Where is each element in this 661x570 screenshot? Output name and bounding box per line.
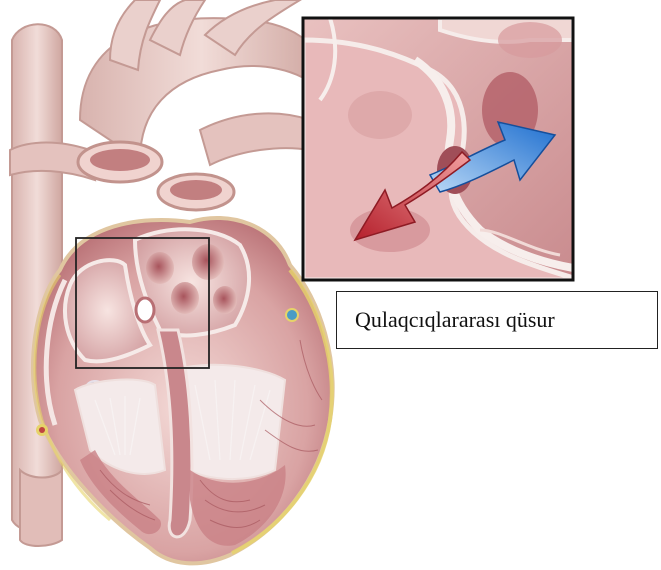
defect-label: Qulaqcıqlararası qüsur [355,307,555,333]
septal-defect-opening [136,298,154,322]
defect-label-box: Qulaqcıqlararası qüsur [336,291,658,349]
zoom-inset [303,18,573,280]
heart-body [33,218,333,563]
